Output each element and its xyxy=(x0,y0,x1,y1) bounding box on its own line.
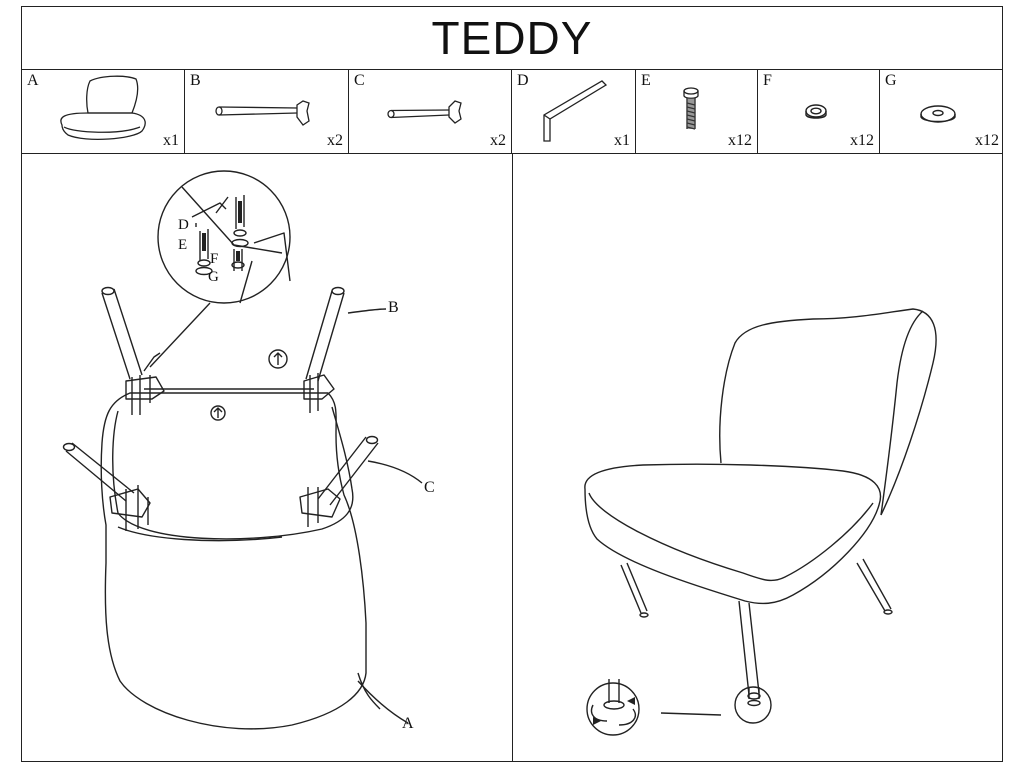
instruction-sheet: TEDDY A x1 B x2 xyxy=(21,6,1003,762)
part-g: G x12 xyxy=(880,69,1004,153)
part-a: A x1 xyxy=(22,69,185,153)
seat xyxy=(584,463,882,605)
inset-letter-g: G xyxy=(208,269,219,285)
step-2-finished-chair xyxy=(513,153,1004,761)
callout-b: B xyxy=(388,299,399,316)
hex-key-icon xyxy=(543,80,608,142)
part-letter: C xyxy=(354,72,365,89)
part-qty: x12 xyxy=(850,132,874,149)
title-row: TEDDY xyxy=(22,7,1002,70)
part-qty: x12 xyxy=(728,132,752,149)
inset-letter-e: E xyxy=(178,237,188,253)
part-qty: x12 xyxy=(975,132,999,149)
part-letter: D xyxy=(517,72,529,89)
inset-letter-f: F xyxy=(210,251,219,267)
part-letter: B xyxy=(190,72,201,89)
upturned-chair-drawing xyxy=(62,170,423,730)
part-letter: G xyxy=(885,72,897,89)
callout-c: C xyxy=(424,479,435,496)
part-c: C x2 xyxy=(349,69,512,153)
parts-list: A x1 B x2 C xyxy=(22,69,1002,154)
part-qty: x2 xyxy=(490,132,506,149)
flat-washer-icon xyxy=(920,105,956,123)
part-letter: F xyxy=(763,72,772,89)
short-leg-icon xyxy=(387,100,462,124)
upright-chair-drawing xyxy=(584,308,937,736)
bolt-icon xyxy=(683,87,699,130)
part-letter: A xyxy=(27,72,39,89)
long-leg-icon xyxy=(215,100,310,126)
backrest xyxy=(719,308,937,516)
part-qty: x2 xyxy=(327,132,343,149)
part-letter: E xyxy=(641,72,651,89)
part-b: B x2 xyxy=(185,69,349,153)
seat-frame xyxy=(100,392,367,730)
inset-letter-d: D xyxy=(178,217,189,233)
part-qty: x1 xyxy=(163,132,179,149)
part-d: D x1 xyxy=(512,69,636,153)
spring-washer-icon xyxy=(805,104,827,119)
assembly-steps: B C A D E F G xyxy=(22,153,1002,761)
part-e: E x12 xyxy=(636,69,758,153)
product-title: TEDDY xyxy=(431,12,593,64)
armchair-seat-icon xyxy=(60,75,146,140)
part-qty: x1 xyxy=(614,132,630,149)
step-divider xyxy=(512,153,513,761)
part-f: F x12 xyxy=(758,69,880,153)
callout-a: A xyxy=(402,715,414,732)
